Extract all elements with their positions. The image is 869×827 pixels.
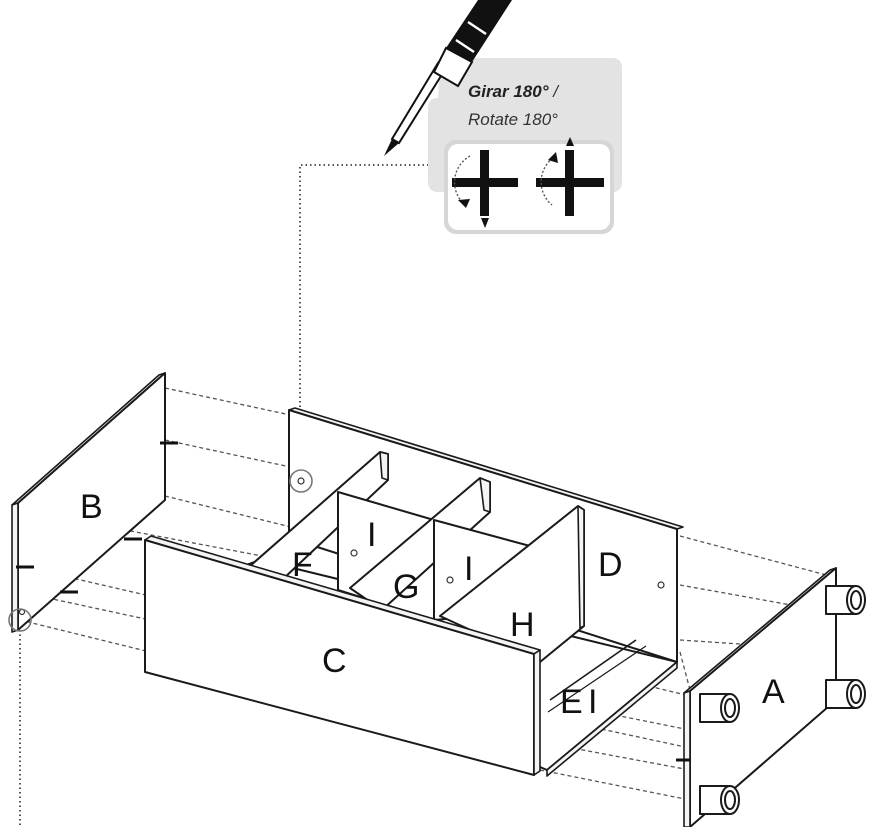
rotate-caption-es: Girar 180° / (468, 82, 560, 101)
foot-icon (699, 585, 866, 815)
part-label-c: C (322, 642, 347, 680)
leader-lines (19, 164, 430, 827)
part-label-h: H (510, 606, 535, 644)
rotate-caption-en: Rotate 180° (468, 110, 558, 129)
screw-icon (16, 441, 690, 762)
rotate-callout: Girar 180° / Rotate 180° (428, 58, 622, 234)
part-label-b: B (80, 488, 103, 526)
highlight-circle (289, 469, 313, 493)
part-label-i-left: I (367, 516, 376, 554)
rotate-ccw-cross-icon (452, 150, 518, 228)
part-label-i-bottom: I (588, 683, 597, 721)
part-label-d: D (598, 546, 623, 584)
part-label-f: F (292, 546, 313, 584)
divider-h (439, 505, 585, 663)
screwdriver-icon (384, 0, 512, 156)
panel-a-side (683, 567, 837, 827)
highlight-circle (8, 608, 32, 632)
part-label-i-right: I (464, 550, 473, 588)
panel-c-front (144, 535, 541, 776)
part-label-a: A (762, 673, 785, 711)
rotate-cw-cross-icon (536, 137, 604, 216)
panel-b-side (11, 372, 166, 633)
part-label-e: E (560, 683, 583, 721)
part-label-g: G (393, 568, 419, 606)
